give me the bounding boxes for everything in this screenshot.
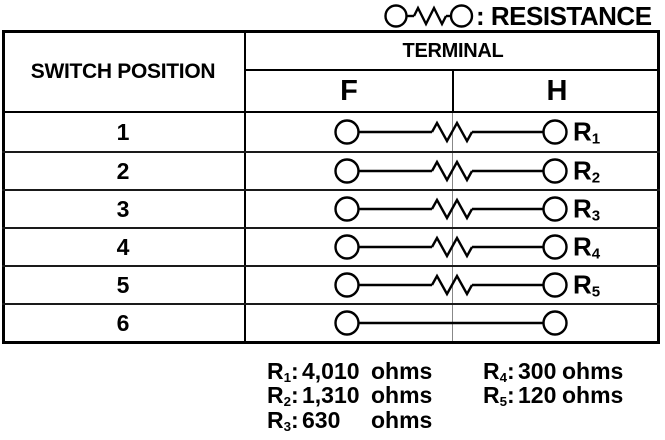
footnote-r4: R4: 300 ohms [483,357,624,385]
resistor-connection-icon [333,155,569,187]
terminal-f-header: F [340,74,358,107]
terminal-header-divider [246,69,660,71]
legend-label: : RESISTANCE [476,0,652,31]
footnote-unit: ohms [562,357,624,384]
table-row: 2 R2 [2,153,660,189]
switch-position-header: SWITCH POSITION [30,60,216,83]
table-row: 4 R4 [2,229,660,265]
footnote-unit: ohms [371,382,433,409]
resistor-label: R1 [573,116,601,148]
resistor-connection-icon [333,231,569,263]
column-divider [244,30,246,344]
terminal-h-header: H [546,74,568,107]
footnote-label: R1: [267,357,299,385]
footnote-value: 1,310 [302,382,360,409]
resistor-label: R2 [573,155,601,187]
header-bottom-divider [2,111,660,113]
footnote-r2: R2: 1,310 ohms [267,382,433,410]
footnote-label: R2: [267,382,299,410]
resistance-values-right: R4: 300 ohms R5: 120 ohms [483,357,624,410]
footnote-r1: R1: 4,010 ohms [267,357,433,385]
resistor-label: R5 [573,269,601,301]
resistor-connection-icon [333,193,569,225]
row-divider [2,265,660,267]
row-divider [2,303,660,305]
footnote-label: R4: [483,357,515,385]
footnote-label: R3: [267,406,299,434]
footnote-value: 300 [518,357,557,384]
switch-position-value: 1 [116,118,130,145]
resistor-label: R4 [573,231,601,263]
footnote-value: 4,010 [302,357,360,384]
resistor-connection-icon [333,269,569,301]
switch-position-value: 5 [116,271,130,298]
row-divider [2,189,660,191]
resistance-values-left: R1: 4,010 ohms R2: 1,310 ohms R3: 630 oh… [267,357,433,434]
footnote-r3: R3: 630 ohms [267,406,433,434]
resistor-label: R3 [573,193,601,225]
footnote-unit: ohms [371,406,433,433]
table-row: 3 R3 [2,191,660,227]
resistor-symbol-icon [384,4,474,28]
f-h-divider [452,71,454,111]
wire-connection-icon [333,307,569,339]
switch-position-value: 6 [116,309,130,336]
footnote-value: 120 [518,382,557,409]
footnote-value: 630 [302,406,341,433]
row-divider [2,151,660,153]
footnote-unit: ohms [562,382,624,409]
switch-position-value: 3 [116,195,130,222]
table-row: 5 R5 [2,267,660,303]
table-row: 1 R1 [2,113,660,151]
footnote-unit: ohms [371,357,433,384]
terminal-header: TERMINAL [402,39,504,62]
row-divider [2,227,660,229]
footnote-r5: R5: 120 ohms [483,382,624,410]
footnote-label: R5: [483,382,515,410]
table-border [2,30,660,344]
switch-position-value: 2 [116,157,130,184]
table-row: 6 [2,305,660,341]
switch-position-value: 4 [116,233,130,260]
resistor-connection-icon [333,116,569,148]
